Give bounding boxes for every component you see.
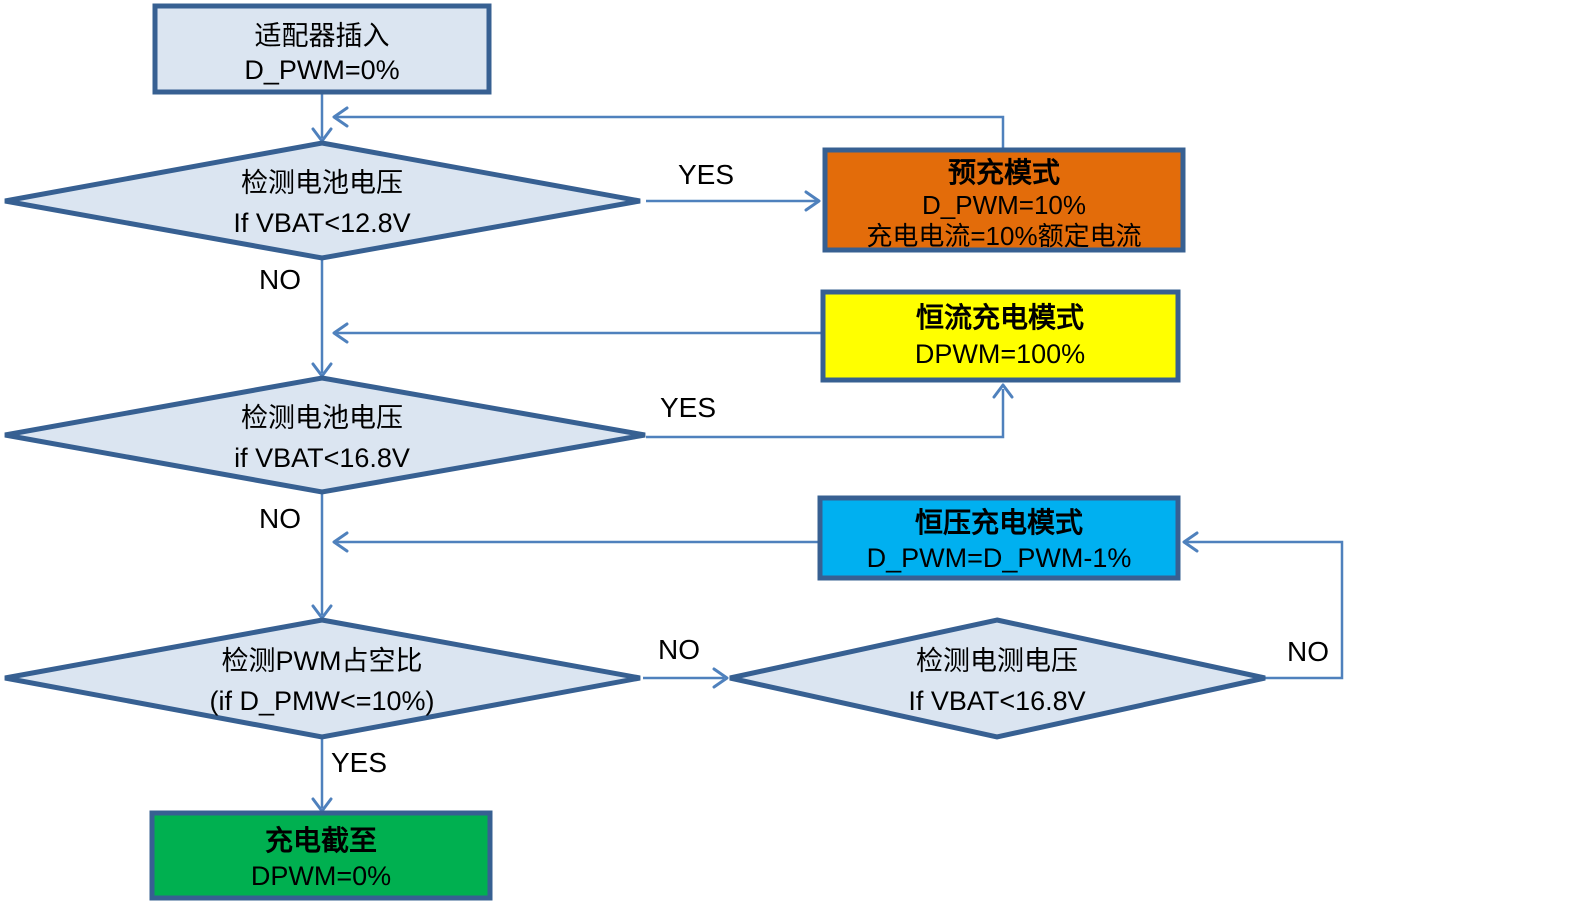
decision-diamond xyxy=(4,375,646,495)
node-precharge-mode: 预充模式 D_PWM=10% 充电电流=10%额定电流 xyxy=(822,147,1186,253)
node-check-vbat-16v8: 检测电池电压 if VBAT<16.8V xyxy=(4,375,646,495)
node-check-pwm-duty: 检测PWM占空比 (if D_PMW<=10%) xyxy=(4,617,641,740)
check3-line1: 检测PWM占空比 xyxy=(222,646,423,676)
edges xyxy=(311,93,1344,813)
decision-diamond xyxy=(4,617,641,740)
cc-line1: 恒流充电模式 xyxy=(916,301,1084,333)
node-constant-voltage-mode: 恒压充电模式 D_PWM=D_PWM-1% xyxy=(817,495,1181,581)
label-no1: NO xyxy=(259,264,301,295)
node-charge-done: 充电截至 DPWM=0% xyxy=(149,810,493,901)
label-yes2: YES xyxy=(660,392,716,423)
node-check-vbat-16v8-cv: 检测电测电压 If VBAT<16.8V xyxy=(729,617,1266,740)
start-line2: D_PWM=0% xyxy=(244,55,399,85)
edge-check4-no xyxy=(1186,540,1344,680)
start-line1: 适配器插入 xyxy=(255,21,390,51)
arrowhead-right xyxy=(804,190,821,212)
label-no2: NO xyxy=(259,503,301,534)
done-line1: 充电截至 xyxy=(265,824,377,856)
check1-line2: If VBAT<12.8V xyxy=(233,208,410,238)
decision-diamond xyxy=(4,140,641,261)
precharge-line1: 预充模式 xyxy=(948,156,1060,188)
check4-line1: 检测电测电压 xyxy=(916,646,1078,676)
done-line2: DPWM=0% xyxy=(251,861,391,891)
edge-precharge-loopback xyxy=(336,115,1005,150)
label-no4: NO xyxy=(1287,636,1329,667)
cv-line1: 恒压充电模式 xyxy=(915,506,1083,538)
check3-line2: (if D_PMW<=10%) xyxy=(209,686,434,716)
start-box xyxy=(152,3,492,95)
check1-line1: 检测电池电压 xyxy=(241,168,403,198)
decision-diamond xyxy=(729,617,1266,740)
constant-voltage-box xyxy=(817,495,1181,581)
check2-line1: 检测电池电压 xyxy=(241,403,403,433)
arrowhead-left xyxy=(332,106,349,128)
precharge-box xyxy=(822,147,1186,253)
arrowhead-left xyxy=(1182,531,1199,553)
arrowhead-left xyxy=(332,531,349,553)
node-start: 适配器插入 D_PWM=0% xyxy=(152,3,492,95)
charge-done-box xyxy=(149,810,493,901)
arrowhead-right xyxy=(712,667,729,689)
check2-line2: if VBAT<16.8V xyxy=(234,443,410,473)
precharge-line2: D_PWM=10% xyxy=(922,190,1086,220)
label-yes3: YES xyxy=(331,747,387,778)
label-no3: NO xyxy=(658,634,700,665)
cv-line2: D_PWM=D_PWM-1% xyxy=(867,543,1132,573)
node-constant-current-mode: 恒流充电模式 DPWM=100% xyxy=(820,289,1181,383)
node-check-vbat-12v8: 检测电池电压 If VBAT<12.8V xyxy=(4,140,641,261)
edge-labels: YES NO YES NO NO NO YES xyxy=(259,159,1329,778)
precharge-line3: 充电电流=10%额定电流 xyxy=(866,221,1141,251)
arrowhead-up xyxy=(992,383,1014,399)
arrowhead-left xyxy=(332,322,349,344)
constant-current-box xyxy=(820,289,1181,383)
cc-line2: DPWM=100% xyxy=(915,339,1085,369)
label-yes1: YES xyxy=(678,159,734,190)
edge-check2-yes xyxy=(646,389,1005,439)
check4-line2: If VBAT<16.8V xyxy=(908,686,1085,716)
